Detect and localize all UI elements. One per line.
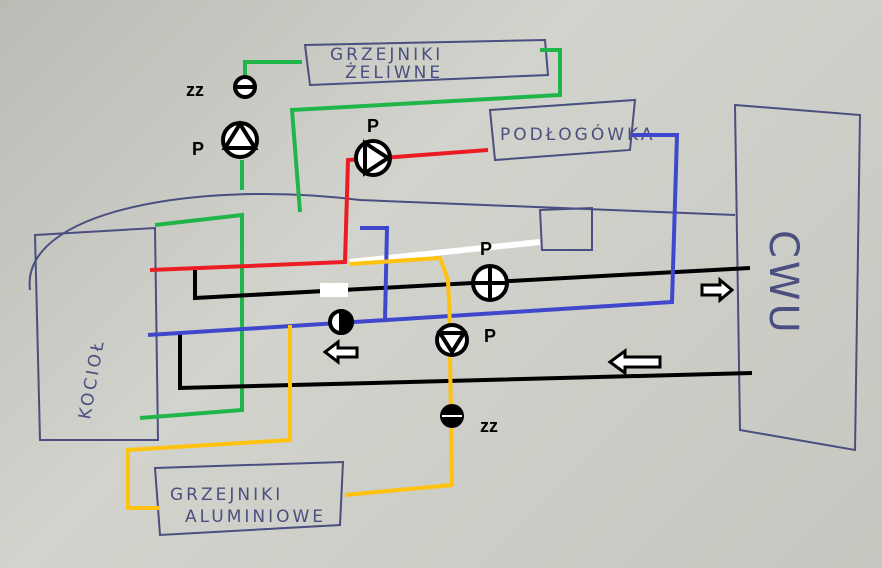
pump-label: P — [484, 326, 496, 346]
pump-icon-white — [471, 264, 509, 302]
sketch-line — [28, 193, 736, 291]
valve-label: ZZ — [186, 80, 204, 100]
valve-label: ZZ — [480, 416, 498, 436]
alu-label-1: GRZEJNIKI — [170, 485, 283, 505]
dhw-tank-box — [733, 103, 862, 452]
blue-pipe — [147, 133, 680, 337]
pump-icon-red — [354, 139, 392, 177]
pump-icon-green — [221, 120, 259, 159]
arrow-left-icon — [322, 338, 359, 366]
arrow-left-icon-2 — [607, 348, 662, 376]
white-marker — [320, 283, 348, 297]
yellow-pipe — [349, 255, 452, 326]
pump-label: P — [480, 239, 492, 259]
underfloor-box — [488, 98, 637, 162]
pump-label: P — [367, 116, 379, 136]
aluminium-radiators-box — [153, 460, 345, 537]
valve-icon-bottom — [440, 404, 464, 428]
dhw-label: CWU — [760, 230, 806, 336]
green-pipe — [139, 212, 244, 420]
cast-iron-radiators-box — [303, 38, 550, 87]
cast-iron-label-2: ŻELIWNE — [345, 62, 443, 83]
boiler-label: KOCIOŁ — [75, 337, 109, 421]
black-pipe-lower — [178, 333, 753, 391]
black-pipe-upper — [193, 266, 751, 301]
boiler-box — [33, 226, 160, 441]
white-pipe — [349, 239, 541, 265]
check-valve-icon — [328, 308, 354, 336]
alu-label-2: ALUMINIOWE — [185, 507, 326, 527]
underfloor-label: PODŁOGÓWKA — [500, 123, 656, 145]
cast-iron-label-1: GRZEJNIKI — [330, 45, 443, 65]
red-pipe — [149, 148, 489, 272]
pump-icon-yellow — [435, 323, 469, 357]
valve-icon-top — [233, 75, 257, 99]
arrow-right-icon — [700, 276, 735, 304]
mixer-box — [538, 206, 593, 251]
pump-label: P — [192, 139, 204, 159]
